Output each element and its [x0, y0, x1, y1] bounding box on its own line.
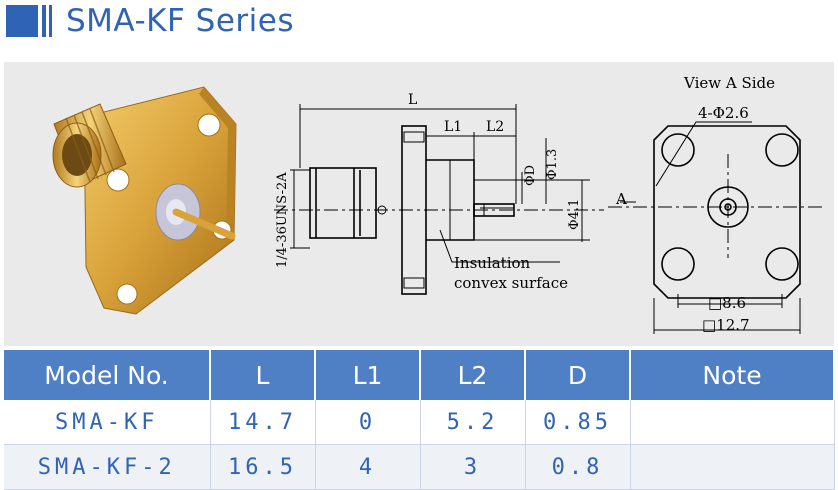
cell-D: 0.8 [525, 444, 631, 490]
side-view-labels: L L1 L2 1/4-36UNS-2A ΦD Φ1.3 Φ4.1 Insula… [275, 92, 582, 292]
arrow-a-label: A [615, 190, 627, 208]
cell-note [630, 444, 835, 490]
cell-L1: 4 [315, 444, 421, 490]
col-header-L2: L2 [420, 350, 526, 400]
table-header-row: Model No. L L1 L2 D Note [4, 350, 835, 400]
page-title: SMA-KF Series [66, 3, 294, 39]
cell-note [630, 400, 835, 445]
dim-L1-label: L1 [444, 119, 462, 135]
col-header-note: Note [630, 350, 835, 400]
cell-L2: 3 [420, 444, 526, 490]
dim-L-label: L [408, 92, 417, 108]
dim-pin-label: Φ1.3 [545, 149, 560, 180]
cell-L: 14.7 [210, 400, 316, 445]
view-a-label: View A Side [683, 74, 775, 92]
connector-photo [52, 86, 237, 315]
insulation-label-2: convex surface [454, 274, 568, 292]
cell-D: 0.85 [525, 400, 631, 445]
view-a-labels: View A Side 4-Φ2.6 A □8.6 □12.7 [615, 74, 775, 334]
thread-label: 1/4-36UNS-2A [275, 172, 290, 268]
technical-drawing: L L1 L2 1/4-36UNS-2A ΦD Φ1.3 Φ4.1 Insula… [52, 74, 822, 334]
square-outer-label: □12.7 [702, 316, 750, 334]
square-inner-label: □8.6 [708, 294, 746, 312]
cell-model: SMA-KF [4, 400, 211, 445]
view-a-drawing [608, 121, 822, 334]
drawing-panel: L L1 L2 1/4-36UNS-2A ΦD Φ1.3 Φ4.1 Insula… [4, 62, 834, 346]
cell-L2: 5.2 [420, 400, 526, 445]
hole-label: 4-Φ2.6 [698, 104, 749, 122]
side-view-drawing [274, 104, 604, 295]
title-bar-accent-3 [49, 5, 52, 37]
dim-L2-label: L2 [486, 119, 504, 135]
insulation-label-1: Insulation [454, 254, 531, 272]
cell-L: 16.5 [210, 444, 316, 490]
col-header-L1: L1 [315, 350, 421, 400]
dim-D-label: ΦD [523, 165, 538, 186]
cell-model: SMA-KF-2 [4, 444, 211, 490]
spec-table: Model No. L L1 L2 D Note SMA-KF 14.7 0 5… [4, 350, 835, 490]
title-bar-accent-2 [42, 5, 46, 37]
cell-L1: 0 [315, 400, 421, 445]
col-header-model: Model No. [4, 350, 211, 400]
title-bar-accent-1 [6, 5, 38, 37]
col-header-L: L [210, 350, 316, 400]
table-row: SMA-KF 14.7 0 5.2 0.85 [4, 400, 835, 445]
col-header-D: D [525, 350, 631, 400]
table-row: SMA-KF-2 16.5 4 3 0.8 [4, 444, 835, 490]
dim-body-label: Φ4.1 [567, 199, 582, 230]
